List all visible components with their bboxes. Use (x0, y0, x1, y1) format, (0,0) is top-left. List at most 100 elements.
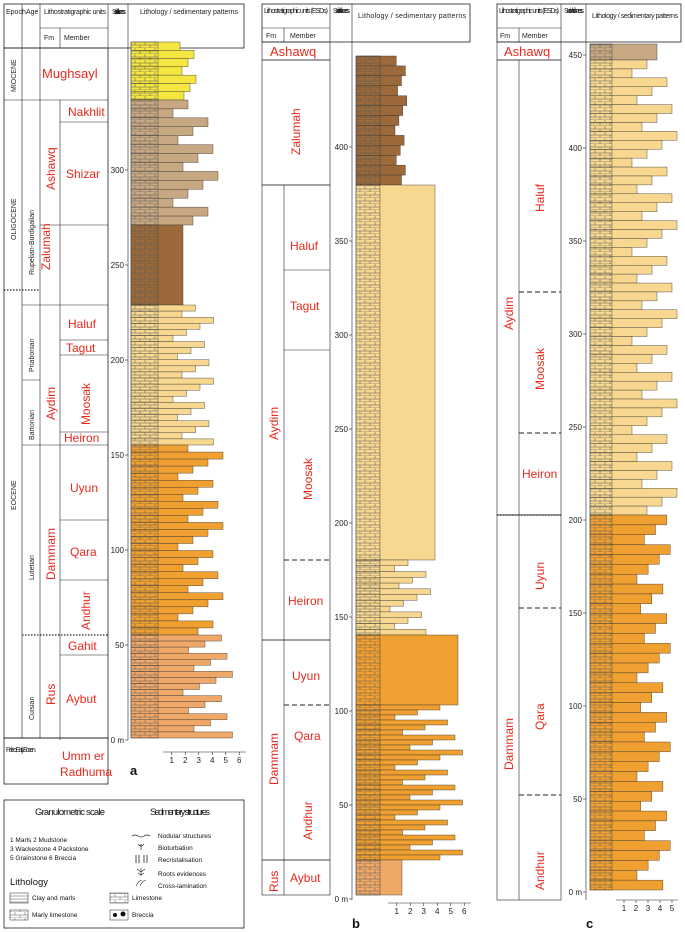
grain-tick-label: 3 (422, 907, 427, 916)
nodular-icon (131, 834, 151, 838)
a-age-bartonian: Bartonian (29, 410, 36, 440)
b-mb-heiron: Heiron (288, 594, 323, 608)
limestone-pattern (130, 99, 159, 226)
b-mb-andhur: Andhur (301, 801, 315, 840)
limestone-pattern (355, 859, 381, 896)
a-mb-haluf: Haluf (68, 317, 97, 331)
panel-b-label: b (352, 916, 360, 931)
recristalisation-icon (135, 855, 148, 863)
c-fm-dammam: Dammam (502, 718, 516, 770)
c-mb-heiron: Heiron (522, 467, 557, 481)
thickness-tick-label: 50 (115, 641, 124, 650)
limestone-pattern (589, 514, 613, 891)
grain-tick-label: 1 (395, 907, 400, 916)
grain-tick-label: 4 (658, 904, 663, 913)
limestone-pattern (355, 559, 381, 636)
a-epoch-eocene: EOCENE (11, 480, 18, 510)
a-mb-aybut: Aybut (66, 692, 97, 706)
b-header-thickness: Section thickness (333, 8, 351, 15)
grain-tick-label: 2 (408, 907, 413, 916)
grain-tick-label: 1 (622, 904, 627, 913)
marly-limestone-swatch (9, 909, 29, 921)
grain-tick-label: 1 (170, 756, 175, 765)
panel-b: Lithostratigraphic units (ESDs) Fm Membe… (261, 3, 471, 931)
a-fm-dammam: Dammam (44, 528, 58, 580)
c-mb-andhur: Andhur (533, 851, 547, 890)
b-header-lithology: Lithology / sedimentary patterns (358, 13, 467, 20)
grain-tick-label: 3 (646, 904, 651, 913)
grain-tick-label: 6 (237, 756, 242, 765)
grain-tick-label: 5 (224, 756, 229, 765)
limestone-pattern (355, 704, 381, 861)
b-mb-aybut: Aybut (290, 871, 321, 885)
a-fm-aydim: Aydim (44, 387, 58, 420)
limestone-pattern (130, 41, 159, 101)
thickness-tick-label: 200 (335, 519, 349, 528)
thickness-tick-label: 350 (569, 237, 583, 246)
a-fm-radhuma: Radhuma (60, 765, 112, 779)
a-epoch-paleo: Paleo. Early Eocen. (6, 747, 36, 754)
a-mb-tagut: Tagut (66, 341, 96, 355)
limestone-pattern (355, 634, 381, 706)
thickness-tick-label: 100 (569, 702, 583, 711)
a-age-rupelian: Rupelian-Burdigalian (29, 210, 36, 275)
b-header-member: Member (290, 33, 316, 40)
legend-gran-line-1: 1 Marls 2 Mudstone (10, 837, 67, 844)
thickness-tick-label: 450 (569, 51, 583, 60)
panel-a-header-frame (3, 3, 245, 49)
limestone-pattern (355, 184, 381, 561)
b-fm-zalumah: Zalumah (289, 108, 303, 155)
panel-c: Lithostratigraphic units (ESDs) Fm Membe… (496, 3, 682, 931)
a-fm-ashawq: Ashawq (44, 147, 58, 190)
a-header-member: Member (64, 35, 90, 42)
thickness-tick-label: 250 (335, 425, 349, 434)
breccia-dot-icon (120, 911, 126, 917)
legend-struct-recristalisation: Recristalisation (158, 857, 202, 864)
breccia-swatch (109, 909, 129, 921)
thickness-tick-label: 0 m (569, 888, 583, 897)
b-fm-rus: Rus (267, 871, 281, 892)
limestone-pattern (130, 304, 159, 446)
b-mb-moosak: Moosak (301, 457, 315, 500)
limestone-swatch (109, 892, 129, 904)
grain-tick-label: 5 (670, 904, 675, 913)
limestone-pattern (130, 224, 159, 306)
c-header-thickness: Section thickness (564, 8, 585, 15)
a-epoch-oligocene: OLIGOCENE (11, 198, 18, 240)
limestone-pattern (589, 59, 613, 516)
legend: Granulometric scale 1 Marls 2 Mudstone 3… (3, 799, 245, 929)
c-mb-moosak: Moosak (533, 347, 547, 390)
a-epoch-miocene: MIOCENE (11, 59, 18, 92)
thickness-tick-label: 100 (111, 546, 125, 555)
cross-lamination-icon (135, 879, 147, 887)
a-age-priabonian: Priabonian (29, 338, 36, 372)
thickness-tick-label: 300 (569, 330, 583, 339)
b-header-lithostrat: Lithostratigraphic units (ESDs) (264, 8, 328, 15)
panel-a-label: a (130, 763, 138, 778)
legend-struct-bioturbation: Bioturbation (158, 845, 193, 852)
grain-tick-label: 6 (462, 907, 467, 916)
thickness-tick-label: 350 (335, 237, 349, 246)
c-mb-uyun: Uyun (533, 562, 547, 590)
c-header-lithology: Lithology / sedimentary patterns (592, 13, 679, 20)
thickness-tick-label: 200 (111, 356, 125, 365)
legend-lith-marly: Marly limestone (32, 912, 78, 919)
thickness-tick-label: 400 (569, 144, 583, 153)
a-mb-andhur: Andhur (79, 591, 93, 630)
b-fm-ashawq: Ashawq (270, 44, 316, 59)
a-lithology-column (130, 41, 233, 739)
a-fm-ummer: Umm er (62, 749, 105, 763)
clay-marls-swatch (9, 892, 29, 904)
clay-marls-hatch-icon (10, 895, 28, 903)
thickness-tick-label: 0 m (335, 895, 349, 904)
a-fm-rus: Rus (44, 684, 58, 705)
legend-lith-breccia: Breccia (132, 912, 154, 919)
thickness-tick-label: 250 (569, 423, 583, 432)
thickness-tick-label: 150 (569, 609, 583, 618)
legend-struct-cross: Cross-lamination (158, 883, 207, 890)
b-mb-qara: Qara (294, 729, 321, 743)
grain-tick-label: 3 (197, 756, 202, 765)
